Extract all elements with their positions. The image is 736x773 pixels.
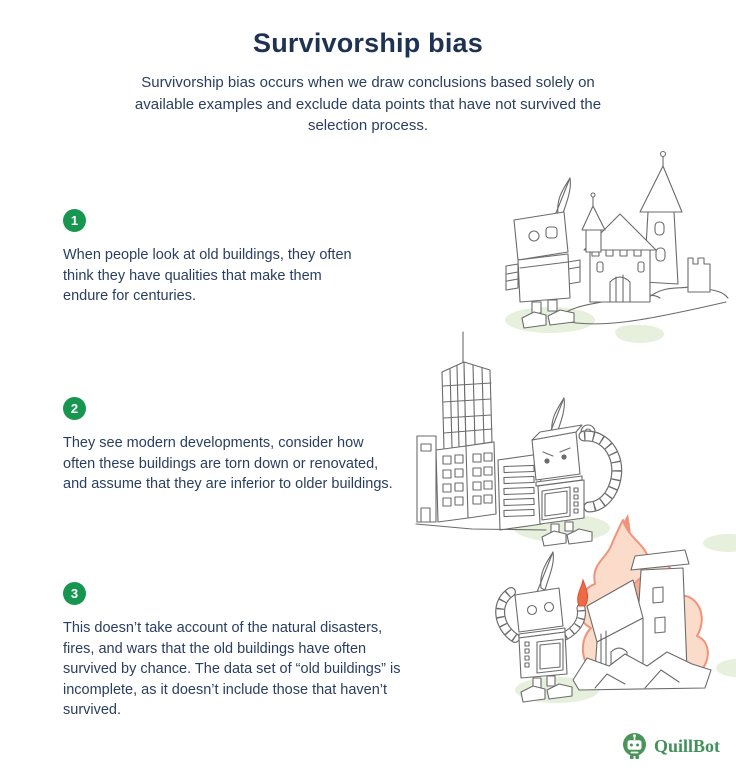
quillbot-logo-icon	[622, 733, 646, 759]
step-1-number-badge: 1	[63, 209, 86, 232]
robot-and-skyscraper-drawing	[415, 325, 664, 547]
decor-ellipse	[716, 659, 736, 677]
decor-ellipse	[703, 534, 736, 552]
step-1-text: When people look at old buildings, they …	[63, 247, 352, 304]
step-3: 3 This doesn’t take account of the natur…	[63, 582, 415, 721]
brand-footer: QuillBot	[621, 732, 720, 761]
modern-buildings-illustration	[412, 325, 664, 551]
page-subtitle: Survivorship bias occurs when we draw co…	[134, 74, 602, 134]
step-2: 2 They see modern developments, consider…	[63, 397, 393, 495]
robot-and-burning-castle-drawing	[495, 519, 736, 703]
torch-flame	[577, 578, 589, 607]
step-3-text: This doesn’t take account of the natural…	[63, 620, 401, 718]
old-castle-illustration	[498, 150, 730, 347]
step-1: 1 When people look at old buildings, the…	[63, 209, 365, 307]
burning-castle-illustration	[495, 518, 736, 723]
robot-and-castle-drawing	[505, 150, 729, 339]
step-2-number-badge: 2	[63, 397, 86, 420]
decor-ellipse	[616, 325, 664, 343]
page-title: Survivorship bias	[253, 28, 483, 58]
quillbot-wordmark: QuillBot	[653, 736, 720, 756]
step-2-text: They see modern developments, consider h…	[63, 435, 393, 492]
step-3-number-badge: 3	[63, 582, 86, 605]
